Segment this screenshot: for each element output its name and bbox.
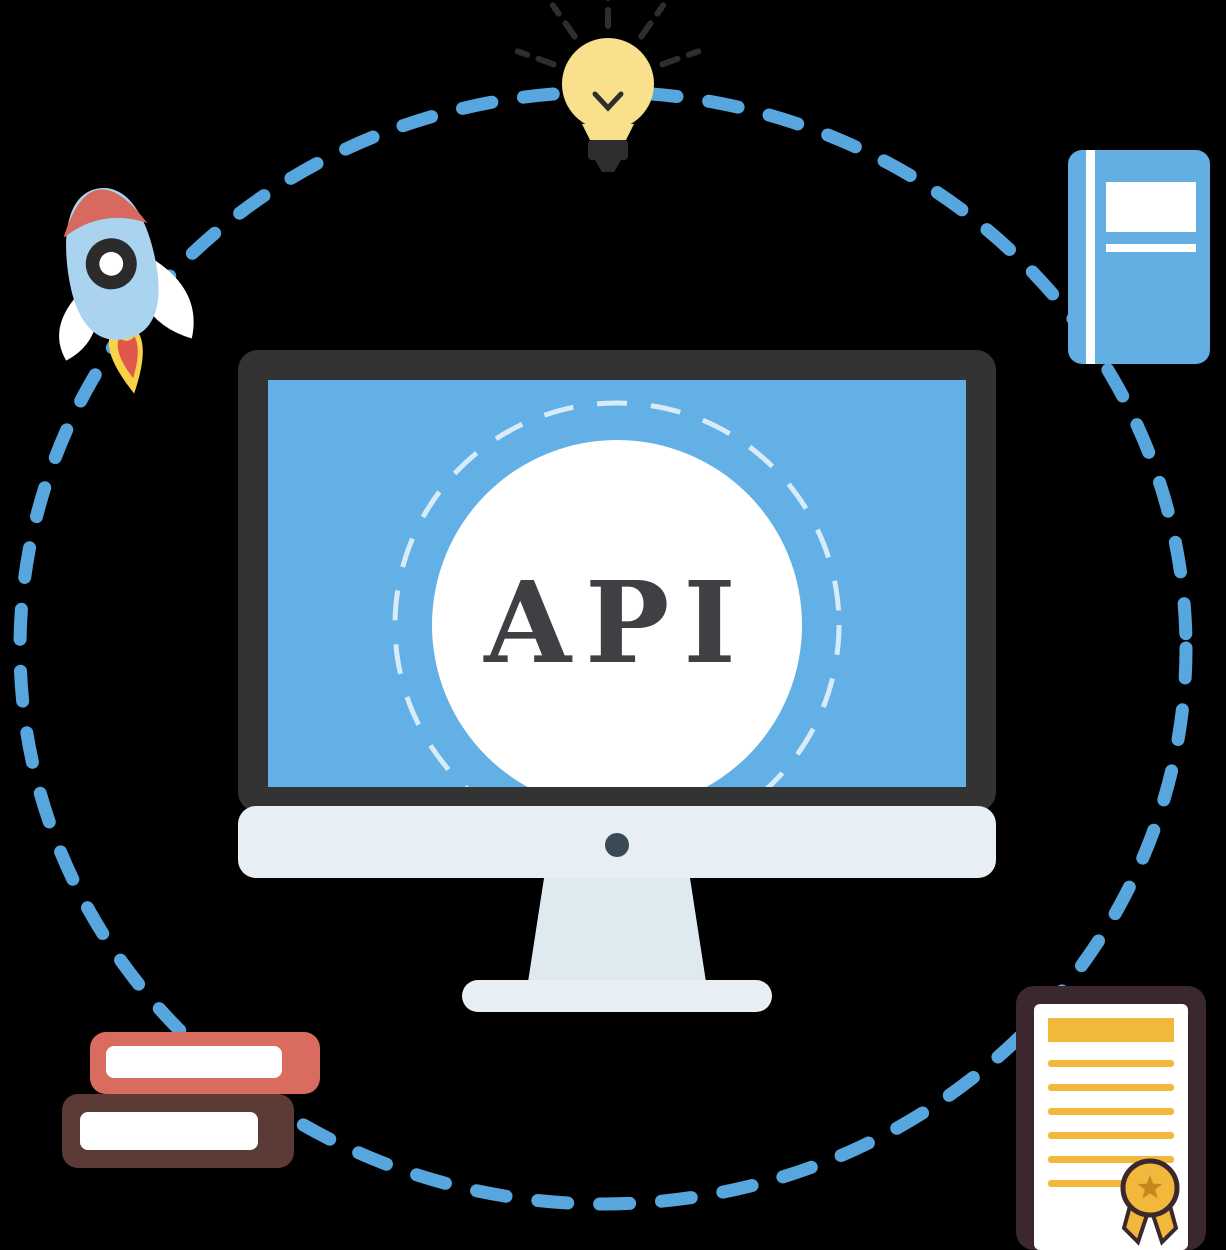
api-text: API: [483, 558, 750, 689]
lightbulb-icon: [514, 0, 702, 172]
screen-white-circle: [432, 440, 802, 787]
rocket-window-glass: [99, 251, 124, 276]
screen-dashed-circle: [392, 400, 842, 787]
certificate-seal-star: [1137, 1175, 1163, 1199]
rocket-flame-inner: [117, 336, 138, 379]
monitor-camera-dot: [605, 833, 629, 857]
lightbulb-glass: [562, 38, 654, 130]
monitor-stand-base: [462, 980, 772, 1012]
books-stack-icon: [62, 1032, 320, 1168]
book-bottom-pages: [80, 1112, 258, 1150]
certificate-text-lines: [1048, 1060, 1174, 1187]
notebook-spine-line: [1086, 150, 1095, 364]
monitor-icon: API: [238, 350, 996, 1012]
lightbulb-tip: [595, 160, 621, 172]
monitor-stand-neck: [528, 878, 706, 982]
certificate-title-bar: [1048, 1018, 1174, 1042]
lightbulb-neck: [582, 124, 634, 140]
lightbulb-rays: [514, 0, 702, 68]
book-top-pages: [106, 1046, 282, 1078]
rocket-nose-cone: [63, 189, 148, 238]
notebook-label-line: [1106, 244, 1196, 252]
lightbulb-filament: [592, 91, 624, 112]
certificate-icon: [1016, 986, 1206, 1250]
notebook-icon: [1068, 150, 1210, 364]
rocket-icon: [59, 188, 194, 394]
notebook-label: [1106, 182, 1196, 232]
lightbulb-base: [588, 140, 628, 160]
